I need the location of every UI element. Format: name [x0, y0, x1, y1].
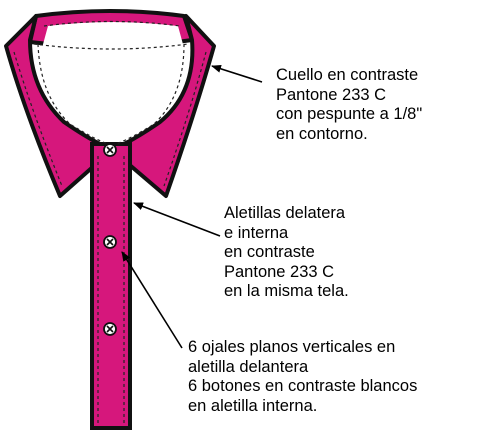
x-button-icon	[106, 238, 114, 246]
collar-callout-line-2: Pantone 233 C	[276, 85, 387, 104]
buttons-callout: 6 ojales planos verticales en aletilla d…	[188, 338, 417, 416]
buttons-leader-line	[121, 251, 183, 349]
buttons-callout-line-2: aletilla delantera	[188, 357, 309, 376]
placket-stitching	[97, 156, 125, 424]
placket-callout: Aletillas delatera e interna en contrast…	[224, 204, 349, 302]
collar-leader-line	[211, 64, 263, 83]
button-top	[103, 143, 117, 157]
collar-callout-line-4: en contorno.	[276, 124, 368, 143]
x-button-icon	[106, 325, 114, 333]
placket-callout-line-4: Pantone 233 C	[224, 262, 335, 281]
placket-callout-line-1: Aletillas delatera	[224, 204, 346, 222]
buttons-callout-line-4: en aletilla interna.	[188, 396, 318, 415]
button-middle	[103, 235, 117, 249]
button-bottom	[103, 322, 117, 336]
placket-callout-line-5: en la misma tela.	[224, 282, 349, 300]
collar-callout: Cuello en contraste Pantone 233 C con pe…	[276, 66, 422, 144]
neck-opening	[36, 22, 190, 132]
collar-stitching	[13, 43, 207, 187]
band-stitching	[33, 20, 189, 50]
collar-callout-line-1: Cuello en contraste	[276, 66, 419, 84]
placket-callout-line-2: e interna	[224, 223, 289, 242]
placket-leader-line	[133, 202, 221, 237]
collar-callout-line-3: con pespunte a 1/8"	[276, 105, 423, 123]
placket-callout-line-3: en contraste	[224, 243, 315, 261]
buttons-callout-line-3: 6 botones en contraste blancos	[188, 377, 418, 395]
x-button-icon	[106, 146, 114, 154]
buttons-callout-line-1: 6 ojales planos verticales en	[188, 338, 396, 356]
